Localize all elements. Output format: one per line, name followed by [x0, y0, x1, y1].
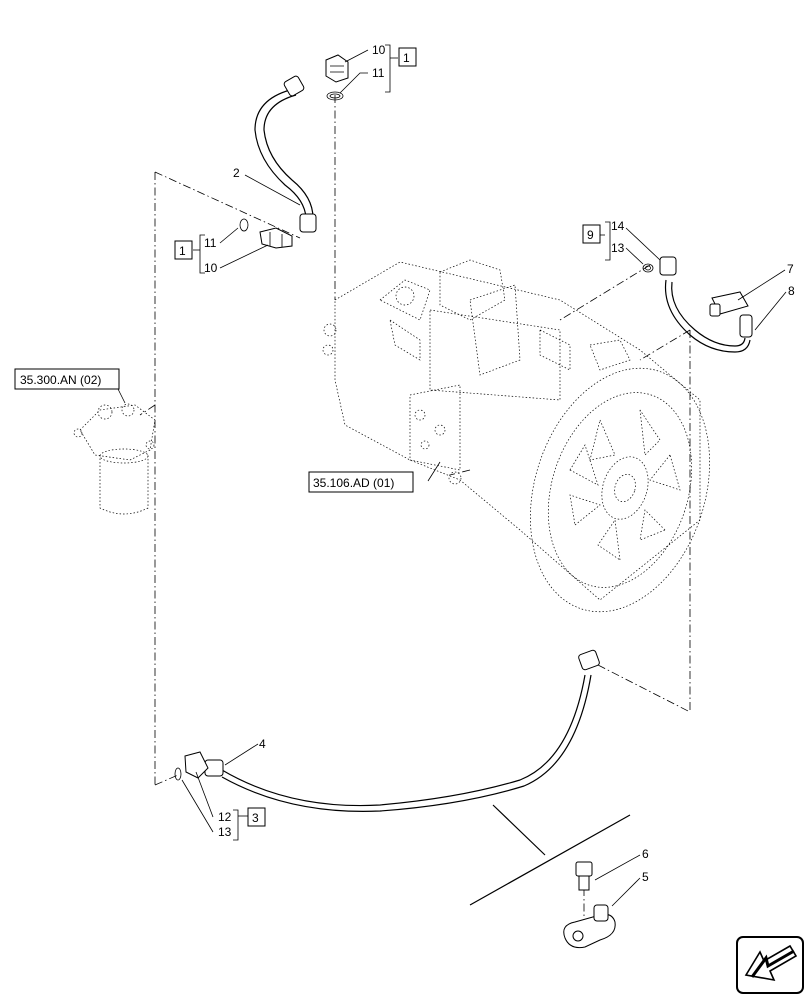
group-ref-left[interactable]: 1 — [174, 240, 193, 260]
group-ref-right-label: 9 — [587, 228, 594, 242]
clamp-5 — [563, 904, 616, 949]
group-ref-bottom[interactable]: 3 — [247, 807, 266, 827]
bolt-6 — [575, 861, 593, 891]
section-break — [469, 804, 631, 906]
leader-lines — [117, 49, 787, 907]
group-ref-top-label: 1 — [403, 51, 410, 65]
o-ring-right — [642, 263, 654, 273]
hose-2 — [254, 75, 317, 233]
arrow-down-left-icon[interactable] — [736, 936, 804, 994]
callout-6: 6 — [642, 847, 649, 861]
o-ring-bottom — [174, 767, 182, 781]
callout-14: 14 — [611, 219, 625, 233]
callout-13-bottom: 13 — [218, 825, 232, 839]
group-ref-left-label: 1 — [179, 244, 186, 258]
callout-7: 7 — [787, 262, 794, 276]
assembly-guide-lines — [139, 95, 691, 935]
callout-4: 4 — [259, 737, 266, 751]
o-ring-left — [239, 218, 249, 232]
callout-10-top: 10 — [372, 43, 386, 57]
hydraulic-pump-assembly — [322, 259, 710, 613]
callout-10-left: 10 — [204, 261, 218, 275]
hose-4 — [204, 649, 600, 812]
callout-12: 12 — [218, 810, 232, 824]
callout-5: 5 — [642, 870, 649, 884]
group-brackets — [193, 44, 611, 841]
filter-reference-link[interactable]: 35.300.AN (02) — [14, 368, 120, 390]
callout-11-left: 11 — [204, 236, 217, 250]
elbow-fitting-bottom — [184, 751, 209, 779]
pump-reference-label: 35.106.AD (01) — [313, 476, 394, 490]
callout-2: 2 — [233, 166, 240, 180]
oil-filter — [73, 403, 156, 515]
group-ref-right[interactable]: 9 — [582, 224, 601, 244]
filter-reference-label: 35.300.AN (02) — [20, 373, 101, 387]
hose-8 — [659, 256, 753, 353]
tee-fitting-7 — [709, 291, 749, 317]
elbow-fitting-left — [259, 227, 293, 249]
callout-11-top: 11 — [372, 66, 385, 80]
elbow-fitting-top — [325, 54, 349, 83]
callout-8: 8 — [788, 284, 795, 298]
pump-reference-link[interactable]: 35.106.AD (01) — [308, 471, 414, 493]
callout-13-right: 13 — [611, 241, 625, 255]
group-ref-bottom-label: 3 — [252, 811, 259, 825]
group-ref-top[interactable]: 1 — [398, 47, 417, 67]
o-ring-top — [326, 91, 344, 101]
